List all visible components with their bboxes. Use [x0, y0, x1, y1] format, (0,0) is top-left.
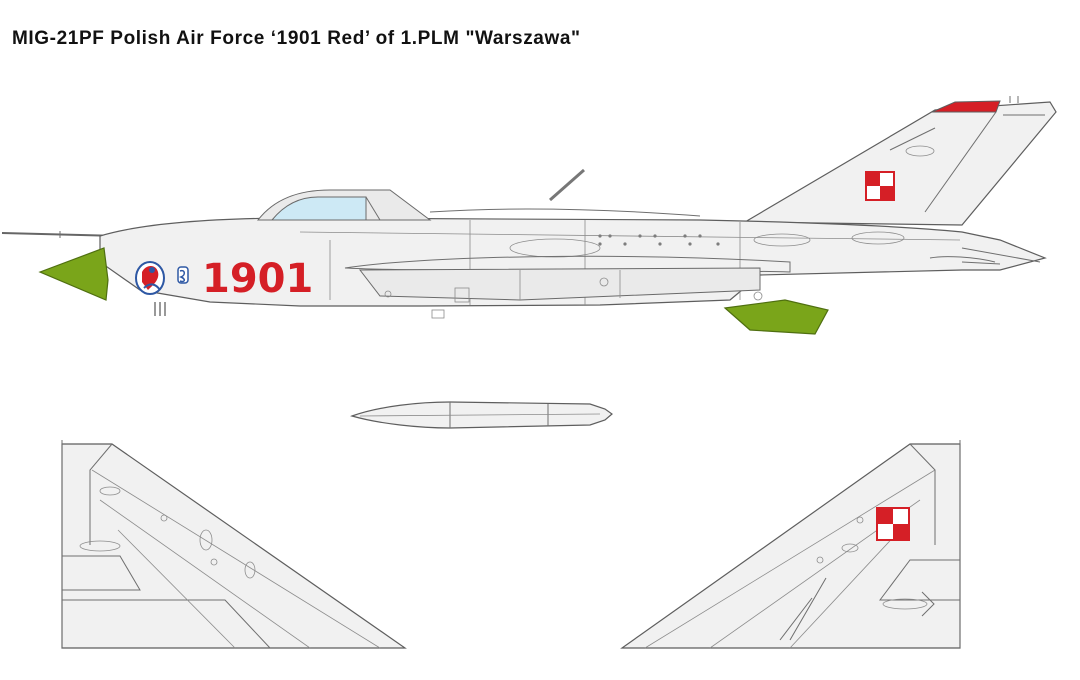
small-emblem	[177, 266, 189, 284]
side-profile-view: 1901	[1, 96, 1057, 335]
page-title: MIG-21PF Polish Air Force ‘1901 Red’ of …	[12, 28, 581, 49]
nose-cone	[38, 247, 109, 301]
intake-bulge	[509, 238, 601, 258]
left-wing-plan-view	[61, 440, 407, 649]
serial-number: 1901	[202, 256, 313, 302]
wing-insignia	[876, 507, 910, 541]
fin-insignia	[865, 171, 895, 201]
fin-tip-red	[931, 100, 1001, 113]
dorsal-antenna	[549, 168, 585, 202]
vertical-tail-fin	[742, 101, 1057, 226]
drop-tank	[350, 401, 613, 429]
canopy-glass	[270, 196, 367, 221]
ventral-fin	[723, 299, 829, 335]
warszawa-mermaid-badge	[135, 261, 165, 295]
right-wing-plan-view	[620, 440, 961, 649]
fuselage	[99, 217, 1047, 307]
